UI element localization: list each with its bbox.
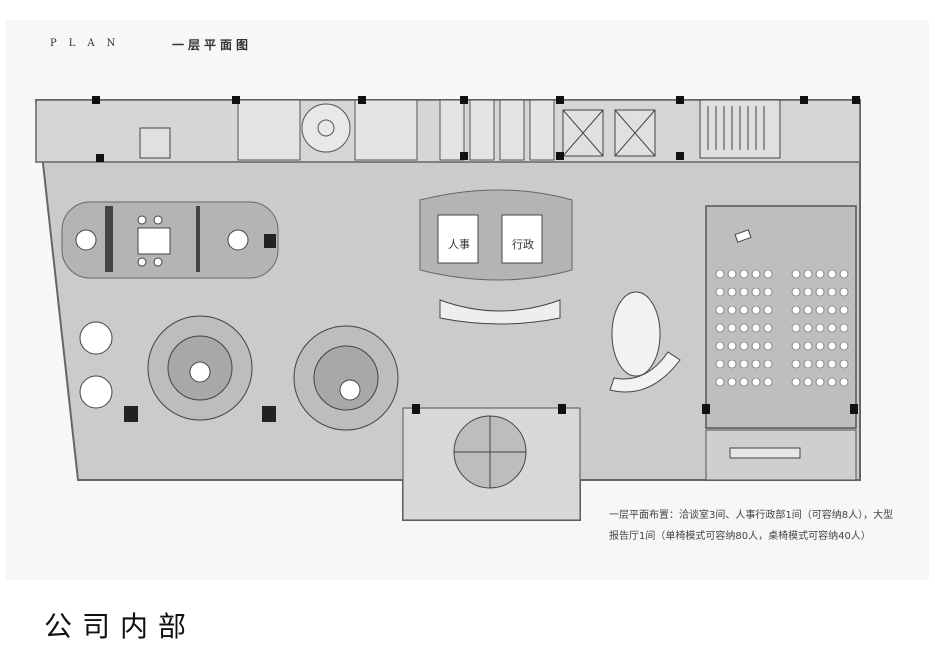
section-title: 公司内部 bbox=[44, 610, 197, 643]
lectern bbox=[734, 229, 752, 243]
lobby-rotunda bbox=[301, 103, 351, 153]
floor-plan-note: 一层平面布置：洽谈室3间、人事行政部1间（可容纳8人），大型 报告厅1间（单椅模… bbox=[609, 505, 909, 547]
note-line-1: 一层平面布置：洽谈室3间、人事行政部1间（可容纳8人），大型 bbox=[609, 510, 894, 521]
admin-label: 行政 bbox=[512, 237, 534, 251]
utility-room-3 bbox=[499, 99, 525, 161]
reception-desk bbox=[439, 299, 561, 325]
note-line-2: 报告厅1间（单椅模式可容纳80人，桌椅模式可容纳40人） bbox=[609, 531, 871, 542]
utility-room-2 bbox=[469, 99, 495, 161]
utility-room-4 bbox=[529, 99, 555, 161]
oval-table bbox=[611, 291, 661, 377]
curved-bench bbox=[609, 351, 681, 393]
hr-label: 人事 bbox=[448, 238, 470, 251]
utility-room-1 bbox=[439, 99, 465, 161]
auditorium bbox=[705, 205, 857, 429]
auditorium-seats bbox=[715, 269, 849, 387]
plan-title: 一层平面图 bbox=[172, 38, 253, 52]
restroom-left bbox=[237, 99, 301, 161]
stairwell-left bbox=[139, 127, 171, 159]
plan-label: PLAN bbox=[50, 38, 128, 49]
restroom-right bbox=[354, 99, 418, 161]
structural-columns bbox=[92, 96, 860, 414]
stair-treads bbox=[707, 106, 765, 150]
